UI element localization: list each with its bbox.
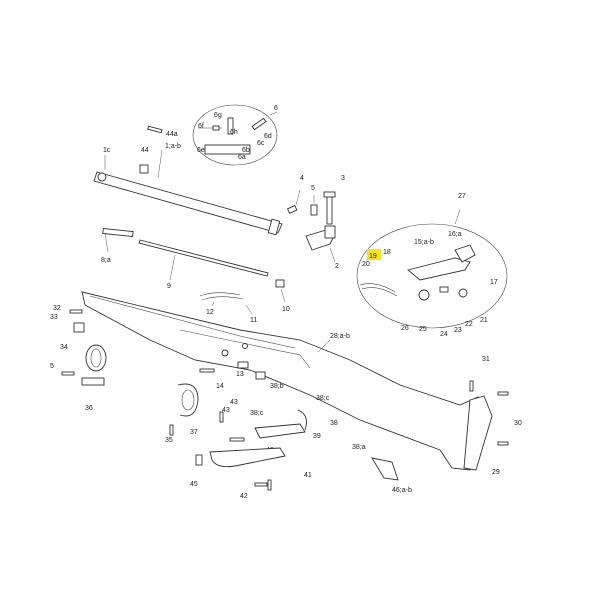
label-34: 34 xyxy=(60,344,68,351)
label-37: 37 xyxy=(190,429,198,436)
label-6c: 6c xyxy=(257,140,265,147)
stock-28 xyxy=(81,291,489,471)
label-17: 17 xyxy=(490,279,498,286)
part-10 xyxy=(275,279,285,288)
label-27: 27 xyxy=(458,193,466,200)
label-15ab: 15;a-b xyxy=(414,239,434,246)
label-28ab: 28;a-b xyxy=(330,333,350,340)
label-44: 44 xyxy=(141,147,149,154)
label-5: 5 xyxy=(311,185,315,192)
label-23: 23 xyxy=(454,327,462,334)
barrel-1 xyxy=(93,171,283,236)
spring-12 xyxy=(199,292,244,301)
label-4: 4 xyxy=(300,175,304,182)
screw-30a xyxy=(497,391,509,396)
label-6a: 6a xyxy=(238,154,246,161)
pin-14 xyxy=(199,368,215,373)
pin-43 xyxy=(219,411,224,423)
screw-4 xyxy=(286,189,301,215)
swivel-36 xyxy=(81,377,105,386)
label-38: 38 xyxy=(330,420,338,427)
screw-42a xyxy=(254,482,268,487)
pin-32 xyxy=(69,309,83,314)
label-29: 29 xyxy=(492,469,500,476)
label-6d: 6d xyxy=(264,133,272,140)
label-5b: 5 xyxy=(50,363,54,370)
nut-5 xyxy=(310,195,318,216)
label-12: 12 xyxy=(206,309,214,316)
label-46ab: 46;a-b xyxy=(392,487,412,494)
label-6e: 6e xyxy=(197,147,205,154)
pin-5b xyxy=(61,371,75,376)
label-6f: 6f xyxy=(198,123,204,130)
label-38c2: 38;c xyxy=(316,395,330,402)
screw-30b xyxy=(497,441,509,446)
label-6h: 6h xyxy=(230,129,238,136)
trigger-plate-38 xyxy=(254,409,307,439)
label-38c: 38;c xyxy=(250,410,264,417)
part-44 xyxy=(139,164,149,174)
label-43: 43 xyxy=(222,407,230,414)
screw-31 xyxy=(469,380,474,392)
label-31: 31 xyxy=(482,356,490,363)
pin-35 xyxy=(169,424,174,436)
label-41: 41 xyxy=(304,472,312,479)
trigger-guard-37 xyxy=(177,383,199,417)
label-38b: 38;b xyxy=(270,383,284,390)
callout-6-detail xyxy=(192,104,278,166)
label-39: 39 xyxy=(313,433,321,440)
label-22: 22 xyxy=(465,321,473,328)
ramrod-8 xyxy=(102,227,134,253)
label-16a: 16;a xyxy=(448,231,462,238)
label-6g: 6g xyxy=(214,112,222,119)
pin-40 xyxy=(229,437,245,442)
label-30: 30 xyxy=(514,420,522,427)
label-25: 25 xyxy=(419,326,427,333)
label-32: 32 xyxy=(53,305,61,312)
label-11: 11 xyxy=(250,317,257,324)
label-38a: 38;a xyxy=(352,444,366,451)
label-26: 26 xyxy=(401,325,409,332)
label-45: 45 xyxy=(190,481,198,488)
part-13 xyxy=(237,361,249,369)
bolt-3 xyxy=(323,191,336,225)
highlight-19 xyxy=(367,249,381,260)
label-3: 3 xyxy=(341,175,345,182)
label-21: 21 xyxy=(480,317,488,324)
swivel-46 xyxy=(371,457,399,481)
callout-27-lock-detail xyxy=(356,209,508,329)
label-18: 18 xyxy=(383,249,391,256)
label-1c: 1c xyxy=(103,147,111,154)
label-6b: 6b xyxy=(242,147,250,154)
label-42: 42 xyxy=(240,493,248,500)
label-10: 10 xyxy=(282,306,290,313)
label-20: 20 xyxy=(362,261,370,268)
part-45 xyxy=(195,454,203,466)
fitting-33 xyxy=(73,322,85,333)
label-35: 35 xyxy=(165,437,173,444)
label-2: 2 xyxy=(335,263,339,270)
label-1ab: 1;a-b xyxy=(165,143,181,150)
guard-bar-41 xyxy=(209,447,286,468)
label-6: 6 xyxy=(274,105,278,112)
label-14: 14 xyxy=(216,383,224,390)
label-44a: 44a xyxy=(166,131,178,138)
label-33: 33 xyxy=(50,314,58,321)
label-19: 19 xyxy=(369,253,377,260)
label-9: 9 xyxy=(167,283,171,290)
rod-9 xyxy=(138,239,269,277)
butt-plate-29 xyxy=(463,395,493,471)
part-38b xyxy=(255,371,266,380)
label-36: 36 xyxy=(85,405,93,412)
label-24: 24 xyxy=(440,331,448,338)
label-8a: 8;a xyxy=(101,257,111,264)
pin-44a xyxy=(147,125,163,134)
label-43b: 43 xyxy=(230,399,238,406)
screw-42b xyxy=(267,479,272,491)
label-13: 13 xyxy=(236,371,244,378)
band-34 xyxy=(85,344,107,372)
breech-plug-2 xyxy=(305,225,336,251)
